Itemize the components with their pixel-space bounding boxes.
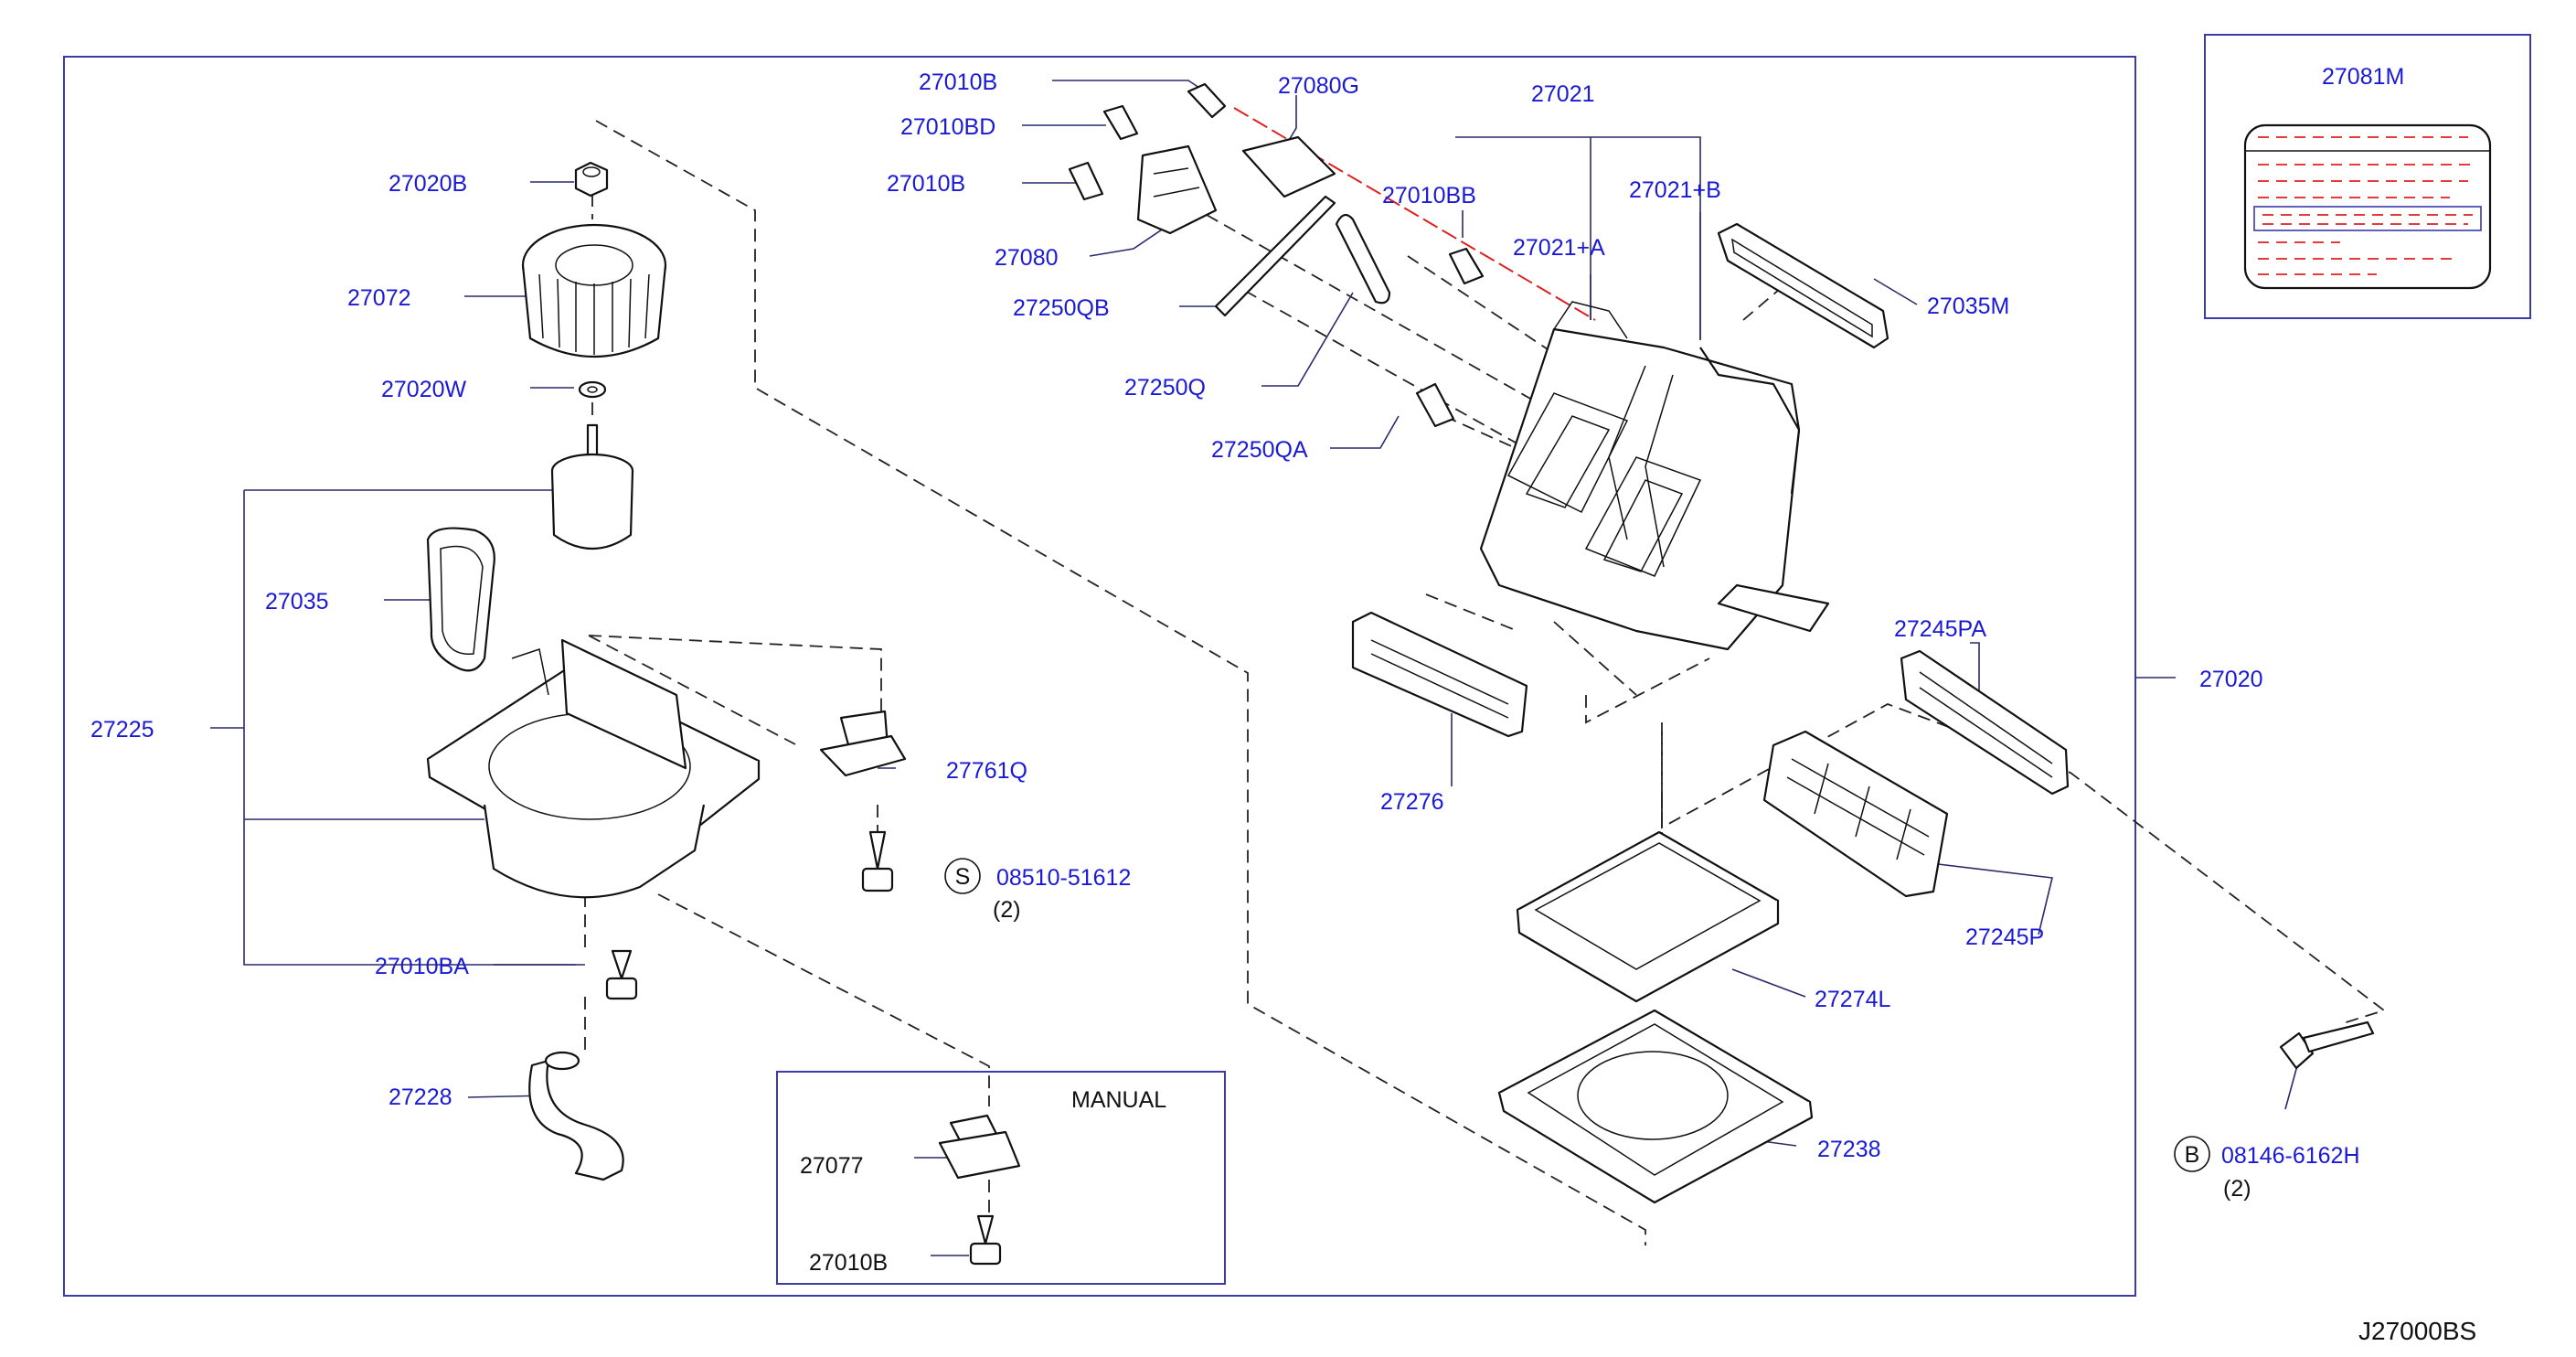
screw-part-3 xyxy=(969,1214,1002,1266)
label-27010B-top: 27010B xyxy=(919,69,997,95)
flap-part xyxy=(1351,611,1528,738)
b-mark: B xyxy=(2185,1142,2200,1168)
heater-unit-part xyxy=(1479,301,1830,651)
label-27020B: 27020B xyxy=(389,171,467,197)
label-27010BD: 27010BD xyxy=(900,114,995,140)
label-27276: 27276 xyxy=(1380,789,1444,815)
s-mark-circle xyxy=(944,858,981,894)
label-27245P: 27245P xyxy=(1965,924,2044,950)
diagram-code: J27000BS xyxy=(2358,1317,2476,1345)
drain-case-part xyxy=(1497,1009,1814,1204)
label-08510-51612: 08510-51612 xyxy=(996,865,1131,891)
screw-part xyxy=(605,949,638,1000)
label-27761Q: 27761Q xyxy=(946,758,1027,784)
bracket-part xyxy=(938,1114,1021,1180)
label-27081M: 27081M xyxy=(2322,64,2404,90)
seal-part xyxy=(426,527,495,672)
label-27021: 27021 xyxy=(1531,81,1595,107)
lever-part xyxy=(1335,213,1391,305)
label-27010BA: 27010BA xyxy=(375,954,469,979)
label-27080: 27080 xyxy=(995,245,1059,271)
label-27080G: 27080G xyxy=(1278,73,1359,99)
blower-fan-part xyxy=(521,223,667,358)
blower-housing-part xyxy=(426,638,761,899)
label-08510-qty: (2) xyxy=(993,897,1021,923)
actuator-part xyxy=(1136,144,1218,235)
washer-part xyxy=(578,380,607,399)
label-08146-qty: (2) xyxy=(2223,1176,2251,1202)
label-27238: 27238 xyxy=(1817,1137,1881,1162)
blower-motor-part xyxy=(550,423,634,550)
label-27225: 27225 xyxy=(90,717,154,743)
actuator-bracket-part xyxy=(1241,135,1336,198)
label-27250QB: 27250QB xyxy=(1013,295,1110,321)
s-mark: S xyxy=(955,864,971,890)
drain-hose-part xyxy=(528,1051,624,1181)
label-27035: 27035 xyxy=(265,589,329,614)
nut-part xyxy=(574,161,609,198)
label-27035M: 27035M xyxy=(1927,294,2009,319)
label-27072: 27072 xyxy=(347,285,411,311)
label-27250Q: 27250Q xyxy=(1124,375,1206,401)
grille-part-a xyxy=(1900,649,2070,796)
label-27020W: 27020W xyxy=(381,377,467,402)
label-27274L: 27274L xyxy=(1815,987,1891,1012)
label-27245PA: 27245PA xyxy=(1894,616,1986,642)
label-27010BB: 27010BB xyxy=(1382,183,1476,208)
assembly-dashed-lines xyxy=(584,120,2386,1245)
label-08146-6162H: 08146-6162H xyxy=(2221,1143,2360,1169)
main-frame xyxy=(63,56,2136,1297)
label-27021-A: 27021+A xyxy=(1513,235,1605,261)
label-27021-B: 27021+B xyxy=(1629,177,1721,203)
evaporator-part xyxy=(1516,830,1780,1003)
manual-frame xyxy=(776,1071,1226,1285)
label-27077: 27077 xyxy=(800,1153,864,1179)
b-mark-circle xyxy=(2174,1136,2210,1172)
label-27020: 27020 xyxy=(2199,667,2263,692)
bolt-part xyxy=(2279,1020,2375,1070)
manual-title: MANUAL xyxy=(1071,1087,1166,1113)
heater-seal-part xyxy=(1717,222,1889,349)
label-27228: 27228 xyxy=(389,1085,452,1110)
label-27250QA: 27250QA xyxy=(1211,437,1308,463)
label-frame xyxy=(2204,34,2531,319)
label-27010B-manual: 27010B xyxy=(809,1250,888,1276)
top-screws xyxy=(1068,82,1485,428)
screw-part-2 xyxy=(861,830,894,892)
link-rod-part xyxy=(1214,195,1336,317)
caution-label-part xyxy=(2243,123,2492,290)
clip-part xyxy=(819,710,907,777)
grille-part-b xyxy=(1762,730,1949,898)
label-27010B-mid: 27010B xyxy=(887,171,965,197)
